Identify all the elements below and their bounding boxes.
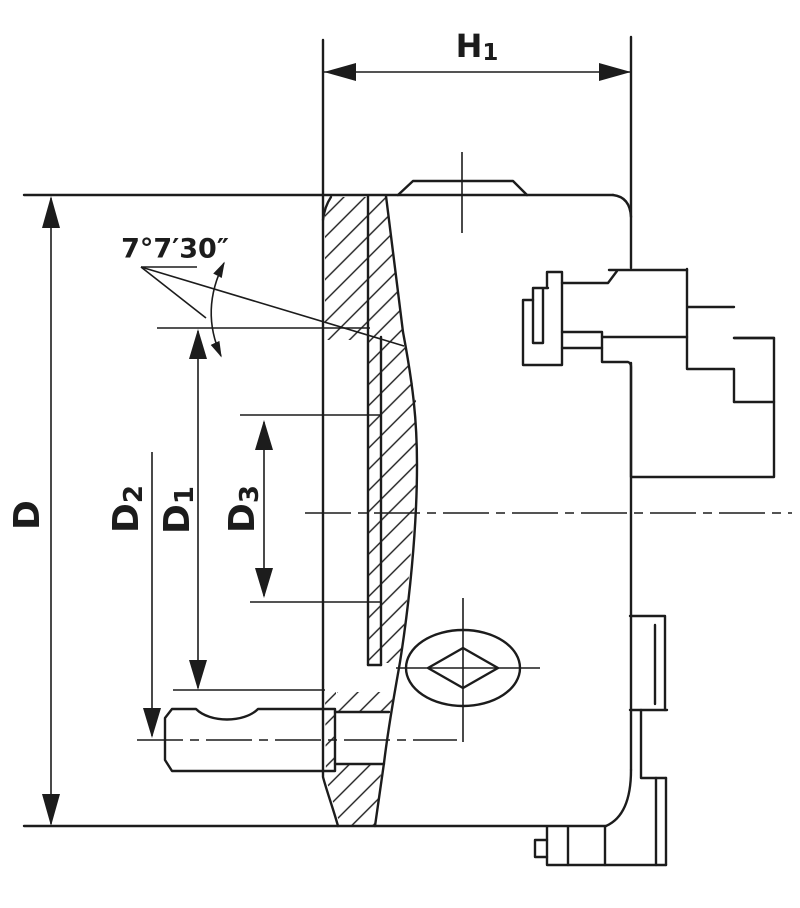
jaw-serration-tab <box>545 269 619 290</box>
centerlines <box>137 152 792 741</box>
front-mount-boss <box>396 179 529 197</box>
label-d1: D1 <box>157 486 201 534</box>
master-jaw-outline <box>521 298 776 479</box>
chuck-body <box>22 35 633 828</box>
guide-right-edges <box>654 776 668 867</box>
dimension-d3: D3 <box>222 414 380 603</box>
hatch-bottom-rim <box>325 692 382 825</box>
pinion-outline <box>163 707 337 773</box>
dimension-d1: D1 <box>157 327 370 691</box>
label-h1: H1 <box>456 27 499 66</box>
bottom-jaw-outline <box>545 825 668 867</box>
top-jaw-assembly <box>521 267 776 479</box>
d-arrow-top <box>42 196 60 228</box>
d3-arrow-top <box>255 420 273 450</box>
pinion <box>163 707 337 773</box>
body-top-right-corner <box>611 193 633 219</box>
bottom-jaw-inner-lines <box>566 825 607 867</box>
front-face-jog <box>321 195 333 222</box>
body-bottom-right-corner <box>604 768 633 828</box>
d1-arrow-bottom <box>189 660 207 690</box>
d3-arrow-bottom <box>255 568 273 598</box>
angle-leg-long <box>140 266 405 347</box>
jaw-step-block-2 <box>732 336 776 404</box>
h1-arrow-right <box>599 63 631 81</box>
d-arrow-bottom <box>42 794 60 826</box>
jaw-slot-column <box>531 286 550 345</box>
jaw-key-block <box>560 330 604 350</box>
hatch-above-pinion <box>337 692 394 711</box>
chuck-key-socket <box>396 598 540 742</box>
label-d3: D3 <box>222 485 266 533</box>
front-face-lower <box>321 688 340 828</box>
label-angle: 7°7′30″ <box>121 234 229 265</box>
guide-tab <box>628 614 667 712</box>
hatch-mid-band <box>368 340 417 663</box>
dimension-d: D <box>7 196 60 826</box>
dimension-d2: D2 <box>106 452 161 738</box>
section-hatching <box>325 197 417 825</box>
hatch-upper-wedge <box>325 197 404 340</box>
angle-annotation: 7°7′30″ <box>121 234 405 358</box>
bottom-jaw-notch <box>533 838 549 859</box>
guide-step-side <box>639 708 668 780</box>
h1-arrow-left <box>324 63 356 81</box>
angle-arc <box>210 261 225 358</box>
angle-leg-short <box>140 266 207 319</box>
jaw-step-block-1 <box>685 267 736 404</box>
d2-arrow-bottom <box>143 708 161 738</box>
dimension-h1: H1 <box>322 27 631 81</box>
d1-arrow-top <box>189 329 207 359</box>
label-d2: D2 <box>106 485 150 533</box>
bottom-jaw-guide <box>533 614 669 867</box>
label-d: D <box>7 500 48 530</box>
